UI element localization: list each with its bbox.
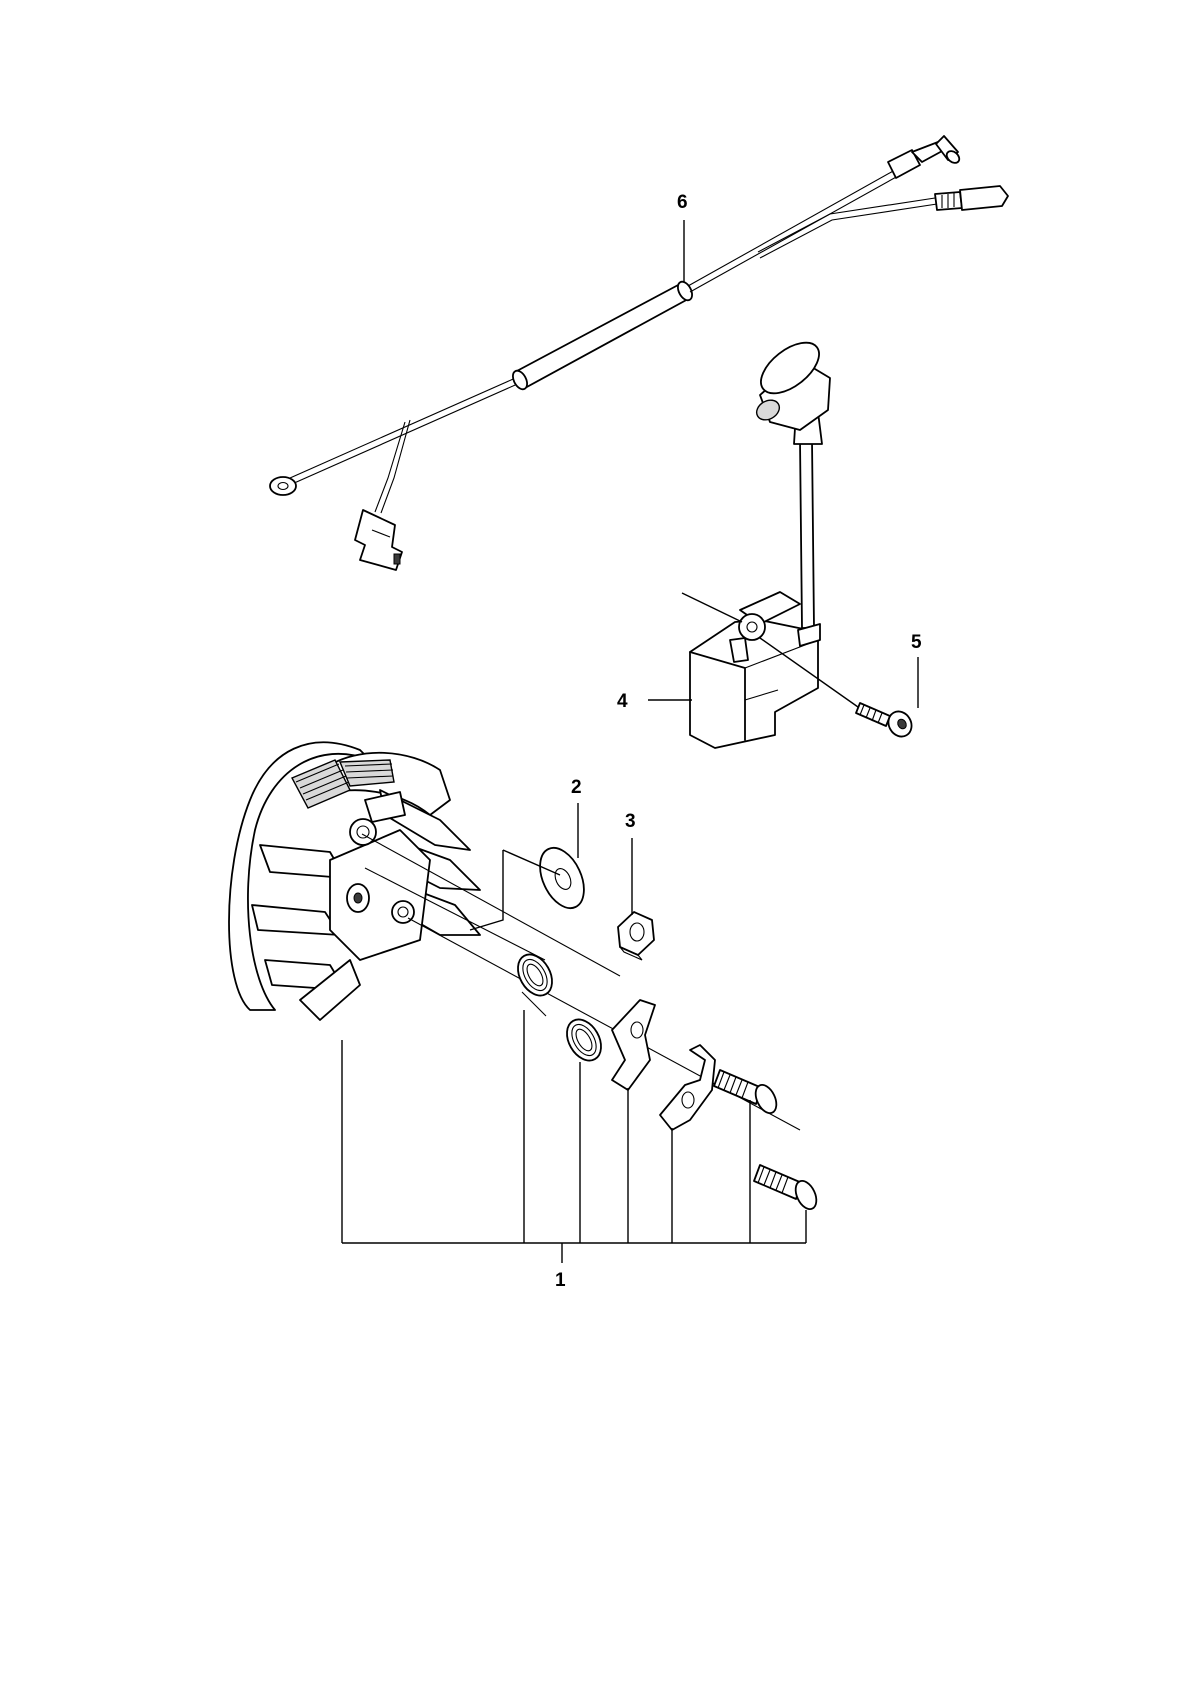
pawl-lower <box>659 1044 716 1131</box>
wire-harness <box>269 135 1009 571</box>
callout-1: 1 <box>555 1270 566 1291</box>
magnet-pad <box>291 759 395 809</box>
wire-sleeve <box>512 280 693 391</box>
coil-terminal <box>729 591 801 663</box>
callout-3: 3 <box>625 811 636 832</box>
spark-plug-boot <box>755 341 831 445</box>
leader-lines <box>341 220 919 1263</box>
ignition-module <box>681 341 831 749</box>
callout-5: 5 <box>911 632 922 653</box>
shoulder-bolt-upper <box>713 1069 778 1115</box>
spring-lower <box>566 1018 602 1062</box>
ring-terminal <box>269 476 297 496</box>
callout-6: 6 <box>677 192 688 213</box>
spade-connector-left <box>354 509 403 571</box>
washer <box>539 847 585 909</box>
callout-4: 4 <box>617 691 628 712</box>
boot-connector-right <box>887 135 961 179</box>
spring-upper <box>517 953 553 1017</box>
callout-2: 2 <box>571 777 582 798</box>
callout-labels: 6 5 4 2 3 1 <box>555 192 922 1291</box>
shoulder-bolt-lower <box>753 1164 818 1211</box>
flywheel <box>228 741 481 1021</box>
spade-connector-right <box>934 185 1009 211</box>
screw <box>759 637 913 738</box>
flywheel-hub <box>329 791 431 961</box>
nut <box>617 911 655 961</box>
pawl-upper <box>611 999 656 1091</box>
